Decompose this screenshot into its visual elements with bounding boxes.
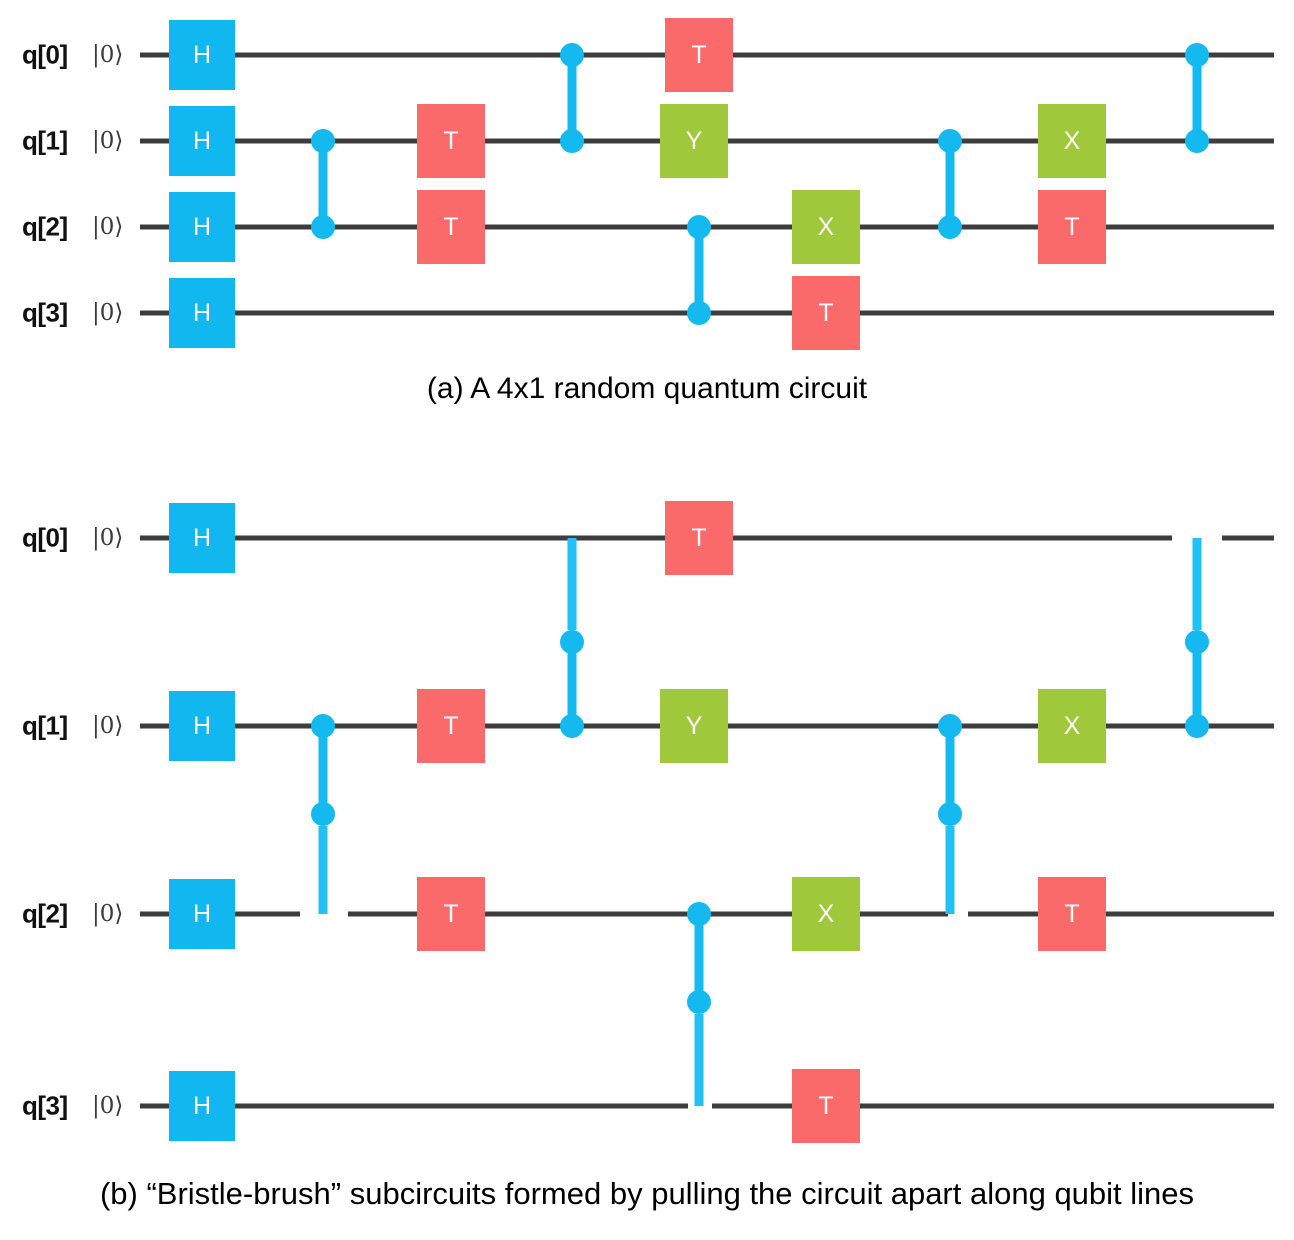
qubit-label-q2: q[2]: [22, 898, 68, 929]
cz-cut-q0-q1-b-dot-top: [1185, 630, 1209, 654]
wire-q2-seg3: [968, 911, 1274, 917]
cz-cut-q1-q2-b-connector: [945, 726, 955, 814]
cz-cut-q1-q2-cut-dashes: [318, 826, 328, 914]
cz-cut-q2-q3-cut-dashes: [694, 1014, 704, 1106]
wire-q0-seg1: [140, 535, 1172, 541]
gate-h-2[interactable]: H: [169, 879, 235, 949]
qubit-ket-q0: |0⟩: [92, 42, 124, 68]
qubit-label-q2: q[2]: [22, 211, 68, 242]
qubit-ket-q3: |0⟩: [92, 300, 124, 326]
cz-q2-q3-dot-top: [687, 215, 711, 239]
qubit-ket-q2: |0⟩: [92, 214, 124, 240]
cz-q0-q1-dot-top: [560, 43, 584, 67]
gate-x-10[interactable]: X: [1038, 689, 1106, 763]
gate-t-4[interactable]: T: [417, 689, 485, 763]
cz-cut-q0-q1-b-dot-bottom: [1185, 714, 1209, 738]
gate-h-2[interactable]: H: [169, 192, 235, 262]
cz-cut-q1-q2-dot-top: [311, 714, 335, 738]
gate-h-0[interactable]: H: [169, 503, 235, 573]
cz-q0-q1-b-dot-top: [1185, 43, 1209, 67]
cz-cut-q0-q1-dot-bottom: [560, 714, 584, 738]
gate-t-5[interactable]: T: [417, 877, 485, 951]
qubit-label-q3: q[3]: [22, 1090, 68, 1121]
cz-cut-q0-q1-b-cut-dashes: [1192, 538, 1202, 630]
circuit-stage-b: q[0] |0⟩ q[1] |0⟩ q[2] |0⟩ q[3] |0⟩ H H H H T T T Y X T X T: [0, 450, 1294, 1240]
cz-q0-q1-dot-bottom: [560, 129, 584, 153]
qubit-ket-q1: |0⟩: [92, 713, 124, 739]
wire-q3-seg1: [140, 1103, 688, 1109]
cz-cut-q1-q2-b-cut-dashes: [945, 826, 955, 914]
gate-t-9[interactable]: T: [792, 276, 860, 350]
cz-cut-q2-q3-connector: [694, 914, 704, 1002]
cz-cut-q1-q2-connector: [318, 726, 328, 814]
wire-q2-seg2: [348, 911, 948, 917]
cz-cut-q1-q2-dot-bottom: [311, 802, 335, 826]
gate-x-8[interactable]: X: [792, 877, 860, 951]
gate-t-6[interactable]: T: [665, 501, 733, 575]
cz-q1-q2-b-dot-top: [938, 129, 962, 153]
cz-q0-q1-connector: [567, 55, 577, 141]
qubit-label-q0: q[0]: [22, 39, 68, 70]
gate-h-3[interactable]: H: [169, 1071, 235, 1141]
cz-q1-q2-dot-top: [311, 129, 335, 153]
cz-q0-q1-b-connector: [1192, 55, 1202, 141]
gate-t-11[interactable]: T: [1038, 190, 1106, 264]
wire-q0-seg2: [1222, 535, 1274, 541]
qubit-label-q3: q[3]: [22, 297, 68, 328]
gate-t-4[interactable]: T: [417, 104, 485, 178]
gate-t-5[interactable]: T: [417, 190, 485, 264]
gate-x-10[interactable]: X: [1038, 104, 1106, 178]
gate-h-0[interactable]: H: [169, 20, 235, 90]
cz-cut-q0-q1-connector: [567, 642, 577, 726]
cz-cut-q2-q3-dot-top: [687, 902, 711, 926]
cz-cut-q0-q1-b-connector: [1192, 642, 1202, 726]
qubit-ket-q0: |0⟩: [92, 525, 124, 551]
cz-q2-q3-connector: [694, 227, 704, 313]
gate-y-7[interactable]: Y: [660, 104, 728, 178]
cz-q1-q2-b-dot-bottom: [938, 215, 962, 239]
cz-q2-q3-dot-bottom: [687, 301, 711, 325]
caption-panel-a: (a) A 4x1 random quantum circuit: [426, 372, 868, 405]
caption-panel-b: (b) “Bristle-brush” subcircuits formed b…: [99, 1176, 1195, 1211]
gate-x-8[interactable]: X: [792, 190, 860, 264]
cz-q1-q2-b-connector: [945, 141, 955, 227]
cz-cut-q1-q2-b-dot-bottom: [938, 802, 962, 826]
qubit-ket-q2: |0⟩: [92, 901, 124, 927]
cz-cut-q2-q3-dot-bottom: [687, 990, 711, 1014]
gate-h-1[interactable]: H: [169, 106, 235, 176]
qubit-label-q1: q[1]: [22, 125, 68, 156]
cz-q0-q1-b-dot-bottom: [1185, 129, 1209, 153]
gate-t-11[interactable]: T: [1038, 877, 1106, 951]
gate-h-1[interactable]: H: [169, 691, 235, 761]
cz-cut-q1-q2-b-dot-top: [938, 714, 962, 738]
qubit-label-q0: q[0]: [22, 522, 68, 553]
panel-b-bristle-brush-subcircuits: q[0] |0⟩ q[1] |0⟩ q[2] |0⟩ q[3] |0⟩ H H H H T T T Y X T X T: [0, 450, 1294, 1240]
gate-y-7[interactable]: Y: [660, 689, 728, 763]
qubit-ket-q3: |0⟩: [92, 1093, 124, 1119]
qubit-ket-q1: |0⟩: [92, 128, 124, 154]
cz-q1-q2-connector: [318, 141, 328, 227]
qubit-label-q1: q[1]: [22, 710, 68, 741]
cz-q1-q2-dot-bottom: [311, 215, 335, 239]
cz-cut-q0-q1-dot-top: [560, 630, 584, 654]
wire-q3-seg2: [712, 1103, 1274, 1109]
gate-h-3[interactable]: H: [169, 278, 235, 348]
gate-t-6[interactable]: T: [665, 18, 733, 92]
gate-t-9[interactable]: T: [792, 1069, 860, 1143]
cz-cut-q0-q1-cut-dashes: [567, 538, 577, 630]
